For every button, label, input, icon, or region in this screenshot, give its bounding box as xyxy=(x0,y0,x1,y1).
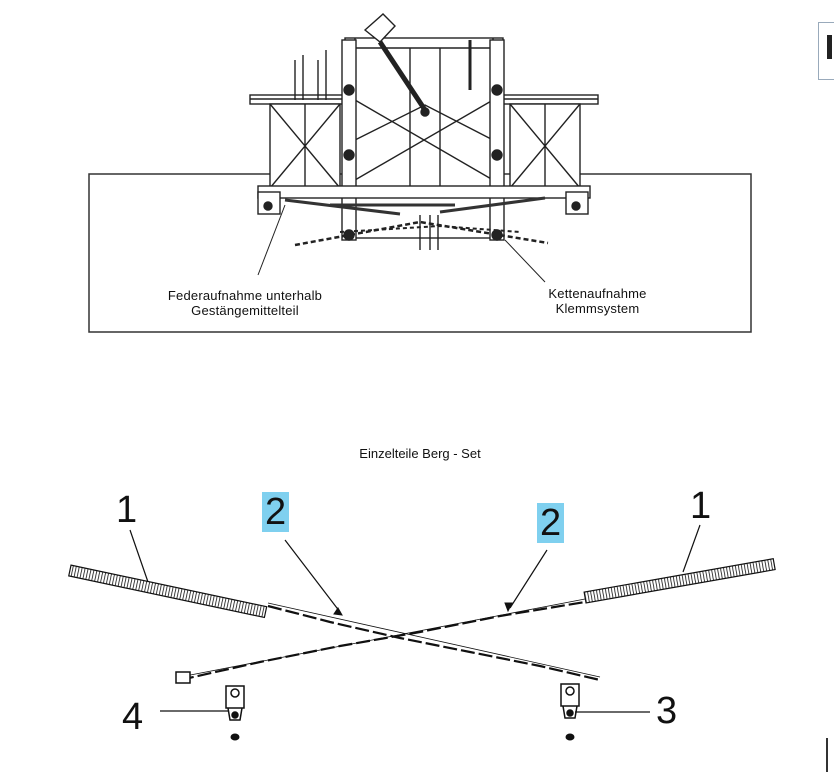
callout-bracket-left: 4 xyxy=(122,696,144,738)
bracket-left xyxy=(225,685,245,721)
callout-bracket-right: 3 xyxy=(656,690,678,732)
chain-b xyxy=(179,598,586,682)
caption-chain-mount: Kettenaufnahme Klemmsystem xyxy=(505,286,690,316)
bracket-right xyxy=(560,683,580,719)
callout-spring-right: 1 xyxy=(690,485,712,527)
edge-widget-handle xyxy=(827,35,832,59)
callout-spring-left: 1 xyxy=(116,489,138,531)
caption-spring-mount: Federaufnahme unterhalb Gestängemittelte… xyxy=(120,288,370,318)
spring-left xyxy=(68,564,268,619)
callout-chain-right: 2 xyxy=(537,503,565,543)
chain-a xyxy=(267,602,601,682)
edge-widget[interactable] xyxy=(818,22,834,80)
caption-chain-mount-line1: Kettenaufnahme xyxy=(548,286,647,301)
callout-chain-left: 2 xyxy=(262,492,290,532)
caption-chain-mount-line2: Klemmsystem xyxy=(555,301,640,316)
set-title: Einzelteile Berg - Set xyxy=(359,446,481,461)
caption-spring-mount-line1: Federaufnahme unterhalb xyxy=(167,288,323,303)
assembly-view xyxy=(88,13,752,333)
parts-set xyxy=(68,524,776,741)
caption-spring-mount-line2: Gestängemittelteil xyxy=(191,303,299,318)
edge-marker xyxy=(826,738,834,772)
spring-right xyxy=(583,558,776,604)
